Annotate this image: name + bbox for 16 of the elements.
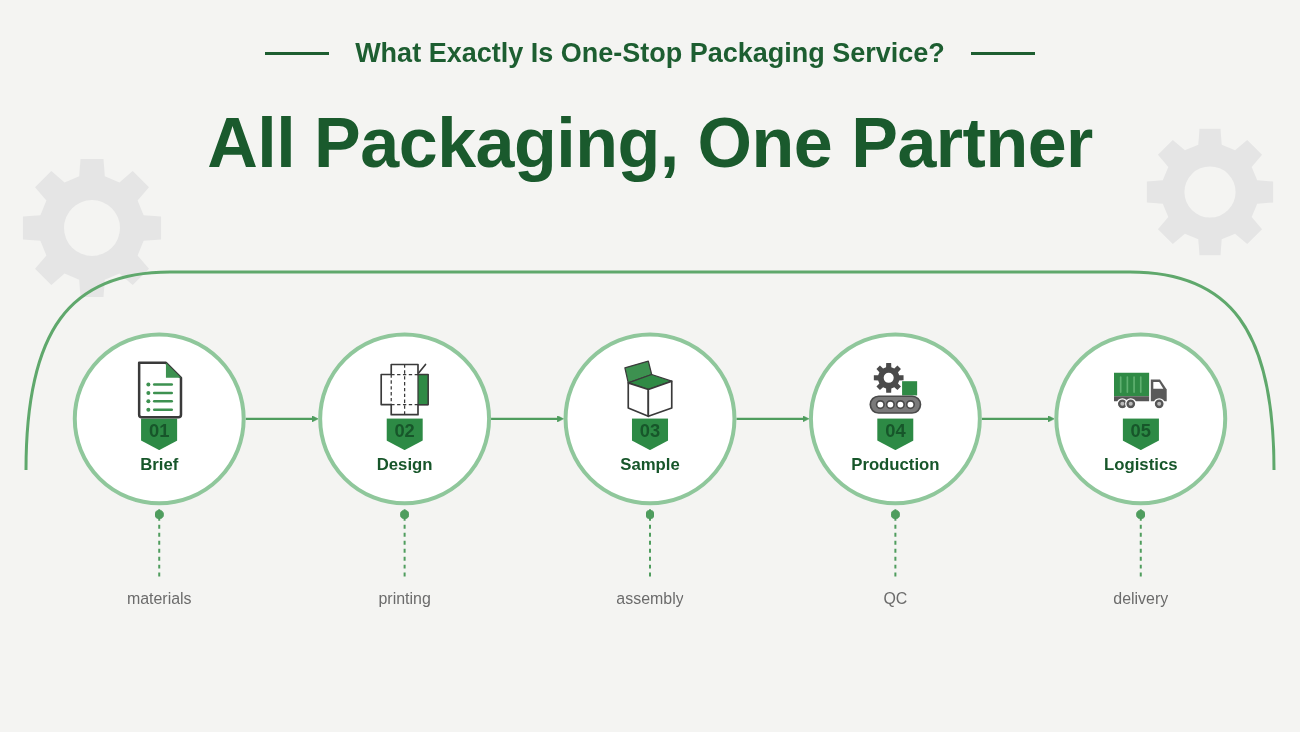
arrow xyxy=(245,415,319,423)
connector xyxy=(399,508,410,578)
arrow xyxy=(491,415,564,423)
connector xyxy=(890,508,901,578)
node-text: printing xyxy=(378,589,431,607)
arrow xyxy=(981,415,1055,423)
arrow xyxy=(736,415,810,423)
node-text: QC xyxy=(883,589,908,607)
title: All Packaging, One Partner xyxy=(207,103,1093,183)
node-text: materials xyxy=(126,589,192,607)
connector xyxy=(645,508,655,578)
connector xyxy=(154,508,165,578)
node-text: assembly xyxy=(616,589,684,607)
node-text: delivery xyxy=(1113,589,1169,607)
subtitle: What Exactly Is One-Stop Packaging Service? xyxy=(355,38,945,69)
connector xyxy=(1135,508,1146,578)
